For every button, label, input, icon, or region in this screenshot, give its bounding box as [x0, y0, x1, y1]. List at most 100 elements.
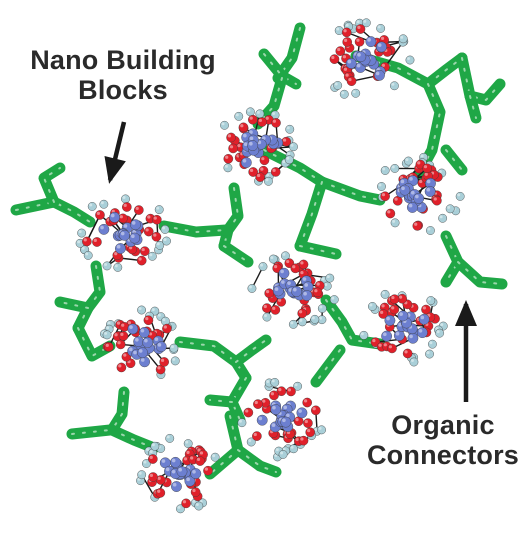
connector-texture — [355, 55, 429, 85]
atom — [325, 273, 335, 283]
atom-highlight — [439, 215, 443, 219]
atom — [278, 267, 290, 279]
atom-highlight — [419, 179, 423, 184]
atom — [426, 296, 436, 305]
atom-highlight — [420, 154, 424, 158]
nano-label-line-1: Nano Building — [30, 45, 216, 75]
atom — [380, 289, 390, 299]
atom-highlight — [427, 297, 431, 301]
atom-highlight — [304, 419, 308, 424]
organic-connector — [232, 444, 282, 478]
atom-highlight — [388, 345, 393, 349]
atom — [223, 154, 234, 164]
atom-highlight — [157, 476, 161, 480]
atom — [228, 143, 238, 154]
atom — [143, 315, 154, 326]
atom-highlight — [270, 392, 274, 396]
atom-highlight — [156, 242, 160, 246]
atom-highlight — [303, 291, 307, 296]
atom-highlight — [145, 317, 149, 321]
atom-highlight — [243, 142, 248, 147]
atom — [269, 390, 279, 401]
atom-highlight — [129, 246, 133, 250]
atom — [425, 349, 434, 359]
atom-highlight — [391, 165, 395, 169]
atom — [264, 288, 275, 299]
atom-highlight — [100, 201, 104, 205]
atom — [422, 163, 432, 174]
atom-highlight — [199, 451, 204, 455]
atom — [127, 323, 139, 335]
atom — [346, 76, 357, 86]
atom — [342, 37, 353, 47]
atom-highlight — [278, 387, 282, 392]
atom-highlight — [293, 287, 297, 292]
atom-highlight — [138, 471, 142, 475]
atom — [247, 140, 259, 151]
atom-highlight — [238, 419, 242, 423]
organic-label-line-1: Organic — [391, 410, 495, 440]
atom-highlight — [282, 138, 287, 142]
atom-highlight — [314, 428, 318, 432]
atom-highlight — [447, 205, 451, 209]
atom-highlight — [123, 203, 127, 207]
organic-connector — [10, 196, 96, 228]
atom — [365, 36, 377, 48]
atom — [257, 117, 267, 127]
organic-connectors-arrow — [455, 300, 477, 402]
atom — [310, 314, 320, 324]
atom-highlight — [197, 448, 201, 452]
atom-highlight — [287, 281, 291, 286]
atom-highlight — [381, 304, 385, 308]
atom — [183, 439, 193, 448]
atom — [359, 330, 369, 340]
atom-highlight — [298, 310, 303, 314]
atom — [341, 27, 352, 38]
atom — [226, 132, 236, 143]
atom — [98, 223, 110, 235]
atom — [305, 427, 316, 438]
atom-highlight — [392, 219, 396, 223]
atom — [220, 120, 229, 130]
organic-label-line-2: Connectors — [366, 440, 520, 471]
connector-texture — [445, 235, 459, 283]
atom — [380, 166, 390, 175]
atom — [262, 303, 272, 313]
atom-highlight — [294, 383, 298, 387]
atom-highlight — [143, 460, 147, 464]
atom-highlight — [331, 296, 335, 300]
atom-highlight — [282, 160, 286, 164]
connector-texture — [457, 261, 503, 285]
atom — [247, 284, 257, 293]
atom-highlight — [418, 328, 423, 333]
atom-highlight — [147, 215, 151, 219]
atom — [398, 34, 408, 44]
atom — [329, 54, 340, 64]
atom-highlight — [414, 222, 418, 226]
atom-highlight — [299, 318, 303, 322]
atom-highlight — [426, 187, 431, 192]
atom-highlight — [170, 345, 174, 349]
atom — [280, 416, 292, 428]
atom-highlight — [381, 193, 386, 197]
atom — [255, 109, 265, 119]
atom-highlight — [405, 158, 409, 162]
atom — [390, 164, 400, 173]
atom — [137, 305, 146, 315]
atom-highlight — [157, 366, 161, 370]
atom — [389, 304, 400, 315]
atom-highlight — [256, 173, 261, 178]
atom-highlight — [224, 164, 228, 168]
atom-highlight — [192, 499, 196, 503]
connector-texture — [461, 57, 501, 101]
atom-highlight — [129, 325, 133, 329]
atom-highlight — [148, 332, 153, 336]
organic-connector — [230, 334, 272, 368]
atom — [118, 331, 129, 341]
atom-highlight — [227, 134, 232, 138]
atom-highlight — [283, 405, 288, 410]
atom-highlight — [149, 253, 153, 257]
atom-highlight — [378, 183, 382, 187]
atom-highlight — [104, 331, 108, 335]
